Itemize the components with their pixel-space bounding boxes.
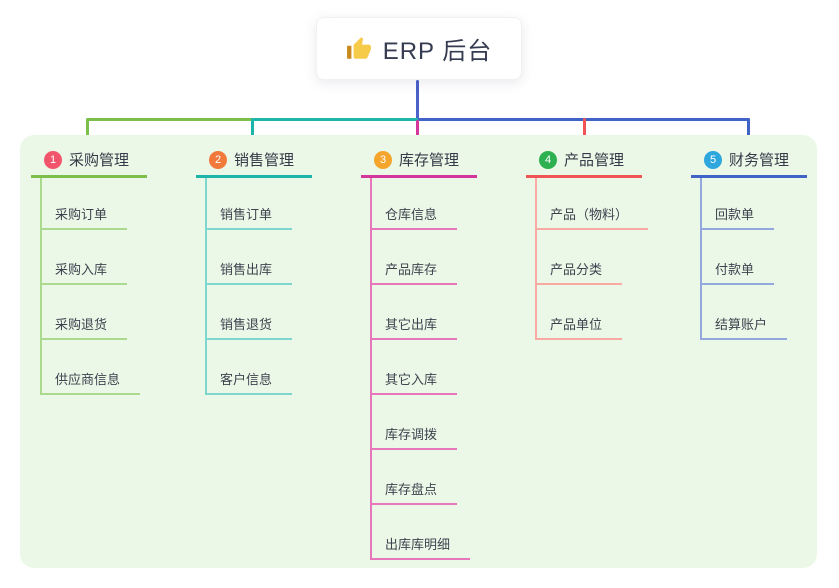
connector-branch5-drop	[747, 118, 750, 144]
connector-root-vertical	[416, 80, 419, 119]
child-topic[interactable]: 产品分类	[536, 261, 623, 285]
child-topic-label: 客户信息	[220, 372, 273, 387]
branch-number-badge: 4	[539, 150, 557, 169]
child-topic-label: 库存调拨	[385, 427, 438, 442]
child-topic[interactable]: 产品单位	[536, 316, 623, 340]
branch-finance: 5 财务管理 回款单付款单结算账户	[691, 146, 807, 340]
child-topic-label: 产品库存	[385, 262, 438, 277]
main-topic[interactable]: 5 财务管理	[691, 146, 807, 178]
child-topic[interactable]: 销售订单	[206, 206, 293, 230]
child-topic-label: 仓库信息	[385, 207, 438, 222]
child-list: 产品（物料） 产品分类产品单位	[535, 178, 649, 340]
child-topic[interactable]: 库存调拨	[371, 426, 458, 450]
main-topic-label: 产品管理	[564, 152, 625, 169]
child-topic-label: 采购退货	[55, 317, 108, 332]
child-topic-label: 结算账户	[715, 317, 768, 332]
child-topic[interactable]: 供应商信息	[41, 371, 141, 395]
connector-branch1-horizontal	[87, 118, 254, 121]
main-topic[interactable]: 4 产品管理	[526, 146, 642, 178]
child-topic[interactable]: 出库库明细	[371, 536, 471, 560]
child-list: 回款单付款单结算账户	[700, 178, 807, 340]
child-list: 采购订单采购入库采购退货供应商信息	[40, 178, 147, 395]
child-topic[interactable]: 采购入库	[41, 261, 128, 285]
child-topic[interactable]: 仓库信息	[371, 206, 458, 230]
branch-product: 4 产品管理 产品（物料） 产品分类产品单位	[526, 146, 649, 340]
child-topic-label: 销售退货	[220, 317, 273, 332]
child-topic[interactable]: 结算账户	[701, 316, 788, 340]
child-topic[interactable]: 客户信息	[206, 371, 293, 395]
child-topic-label: 销售订单	[220, 207, 273, 222]
child-topic[interactable]: 其它入库	[371, 371, 458, 395]
main-topic[interactable]: 2 销售管理	[196, 146, 312, 178]
child-list: 仓库信息产品库存其它出库其它入库库存调拨库存盘点出库库明细	[370, 178, 477, 560]
child-topic[interactable]: 产品（物料）	[536, 206, 649, 230]
branch-number-badge: 1	[44, 150, 62, 169]
child-topic-label: 产品（物料）	[550, 207, 629, 222]
child-topic[interactable]: 销售退货	[206, 316, 293, 340]
mindmap-panel	[20, 135, 817, 568]
child-topic-label: 付款单	[715, 262, 755, 277]
main-topic-label: 采购管理	[69, 152, 130, 169]
connector-branch3-drop	[416, 120, 419, 144]
child-topic[interactable]: 采购订单	[41, 206, 128, 230]
main-topic[interactable]: 3 库存管理	[361, 146, 477, 178]
child-topic-label: 出库库明细	[385, 537, 451, 552]
connector-branch4-drop	[583, 118, 586, 144]
child-topic-label: 采购订单	[55, 207, 108, 222]
main-topic-label: 销售管理	[234, 152, 295, 169]
main-topic[interactable]: 1 采购管理	[31, 146, 147, 178]
main-topic-label: 财务管理	[729, 152, 790, 169]
connector-branch2-horizontal	[253, 118, 418, 121]
child-topic-label: 回款单	[715, 207, 755, 222]
thumbs-up-icon	[346, 36, 372, 62]
child-topic[interactable]: 采购退货	[41, 316, 128, 340]
child-topic-label: 销售出库	[220, 262, 273, 277]
branch-purchase: 1 采购管理 采购订单采购入库采购退货供应商信息	[31, 146, 147, 395]
child-topic[interactable]: 回款单	[701, 206, 775, 230]
child-topic[interactable]: 销售出库	[206, 261, 293, 285]
child-topic-label: 采购入库	[55, 262, 108, 277]
child-list: 销售订单销售出库销售退货客户信息	[205, 178, 312, 395]
child-topic-label: 产品分类	[550, 262, 603, 277]
branch-sales: 2 销售管理 销售订单销售出库销售退货客户信息	[196, 146, 312, 395]
branch-number-badge: 2	[209, 150, 227, 169]
branch-number-badge: 3	[374, 150, 392, 169]
child-topic[interactable]: 产品库存	[371, 261, 458, 285]
connector-branch1-drop	[86, 118, 89, 144]
root-topic[interactable]: ERP 后台	[316, 17, 522, 80]
root-topic-label: ERP 后台	[382, 38, 493, 65]
child-topic[interactable]: 库存盘点	[371, 481, 458, 505]
main-topic-label: 库存管理	[399, 152, 460, 169]
branch-number-badge: 5	[704, 150, 722, 169]
child-topic[interactable]: 其它出库	[371, 316, 458, 340]
child-topic-label: 库存盘点	[385, 482, 438, 497]
connector-branch2-drop	[251, 118, 254, 145]
child-topic-label: 其它入库	[385, 372, 438, 387]
branch-inventory: 3 库存管理 仓库信息产品库存其它出库其它入库库存调拨库存盘点出库库明细	[361, 146, 477, 560]
child-topic-label: 供应商信息	[55, 372, 121, 387]
child-topic-label: 产品单位	[550, 317, 603, 332]
child-topic[interactable]: 付款单	[701, 261, 775, 285]
child-topic-label: 其它出库	[385, 317, 438, 332]
